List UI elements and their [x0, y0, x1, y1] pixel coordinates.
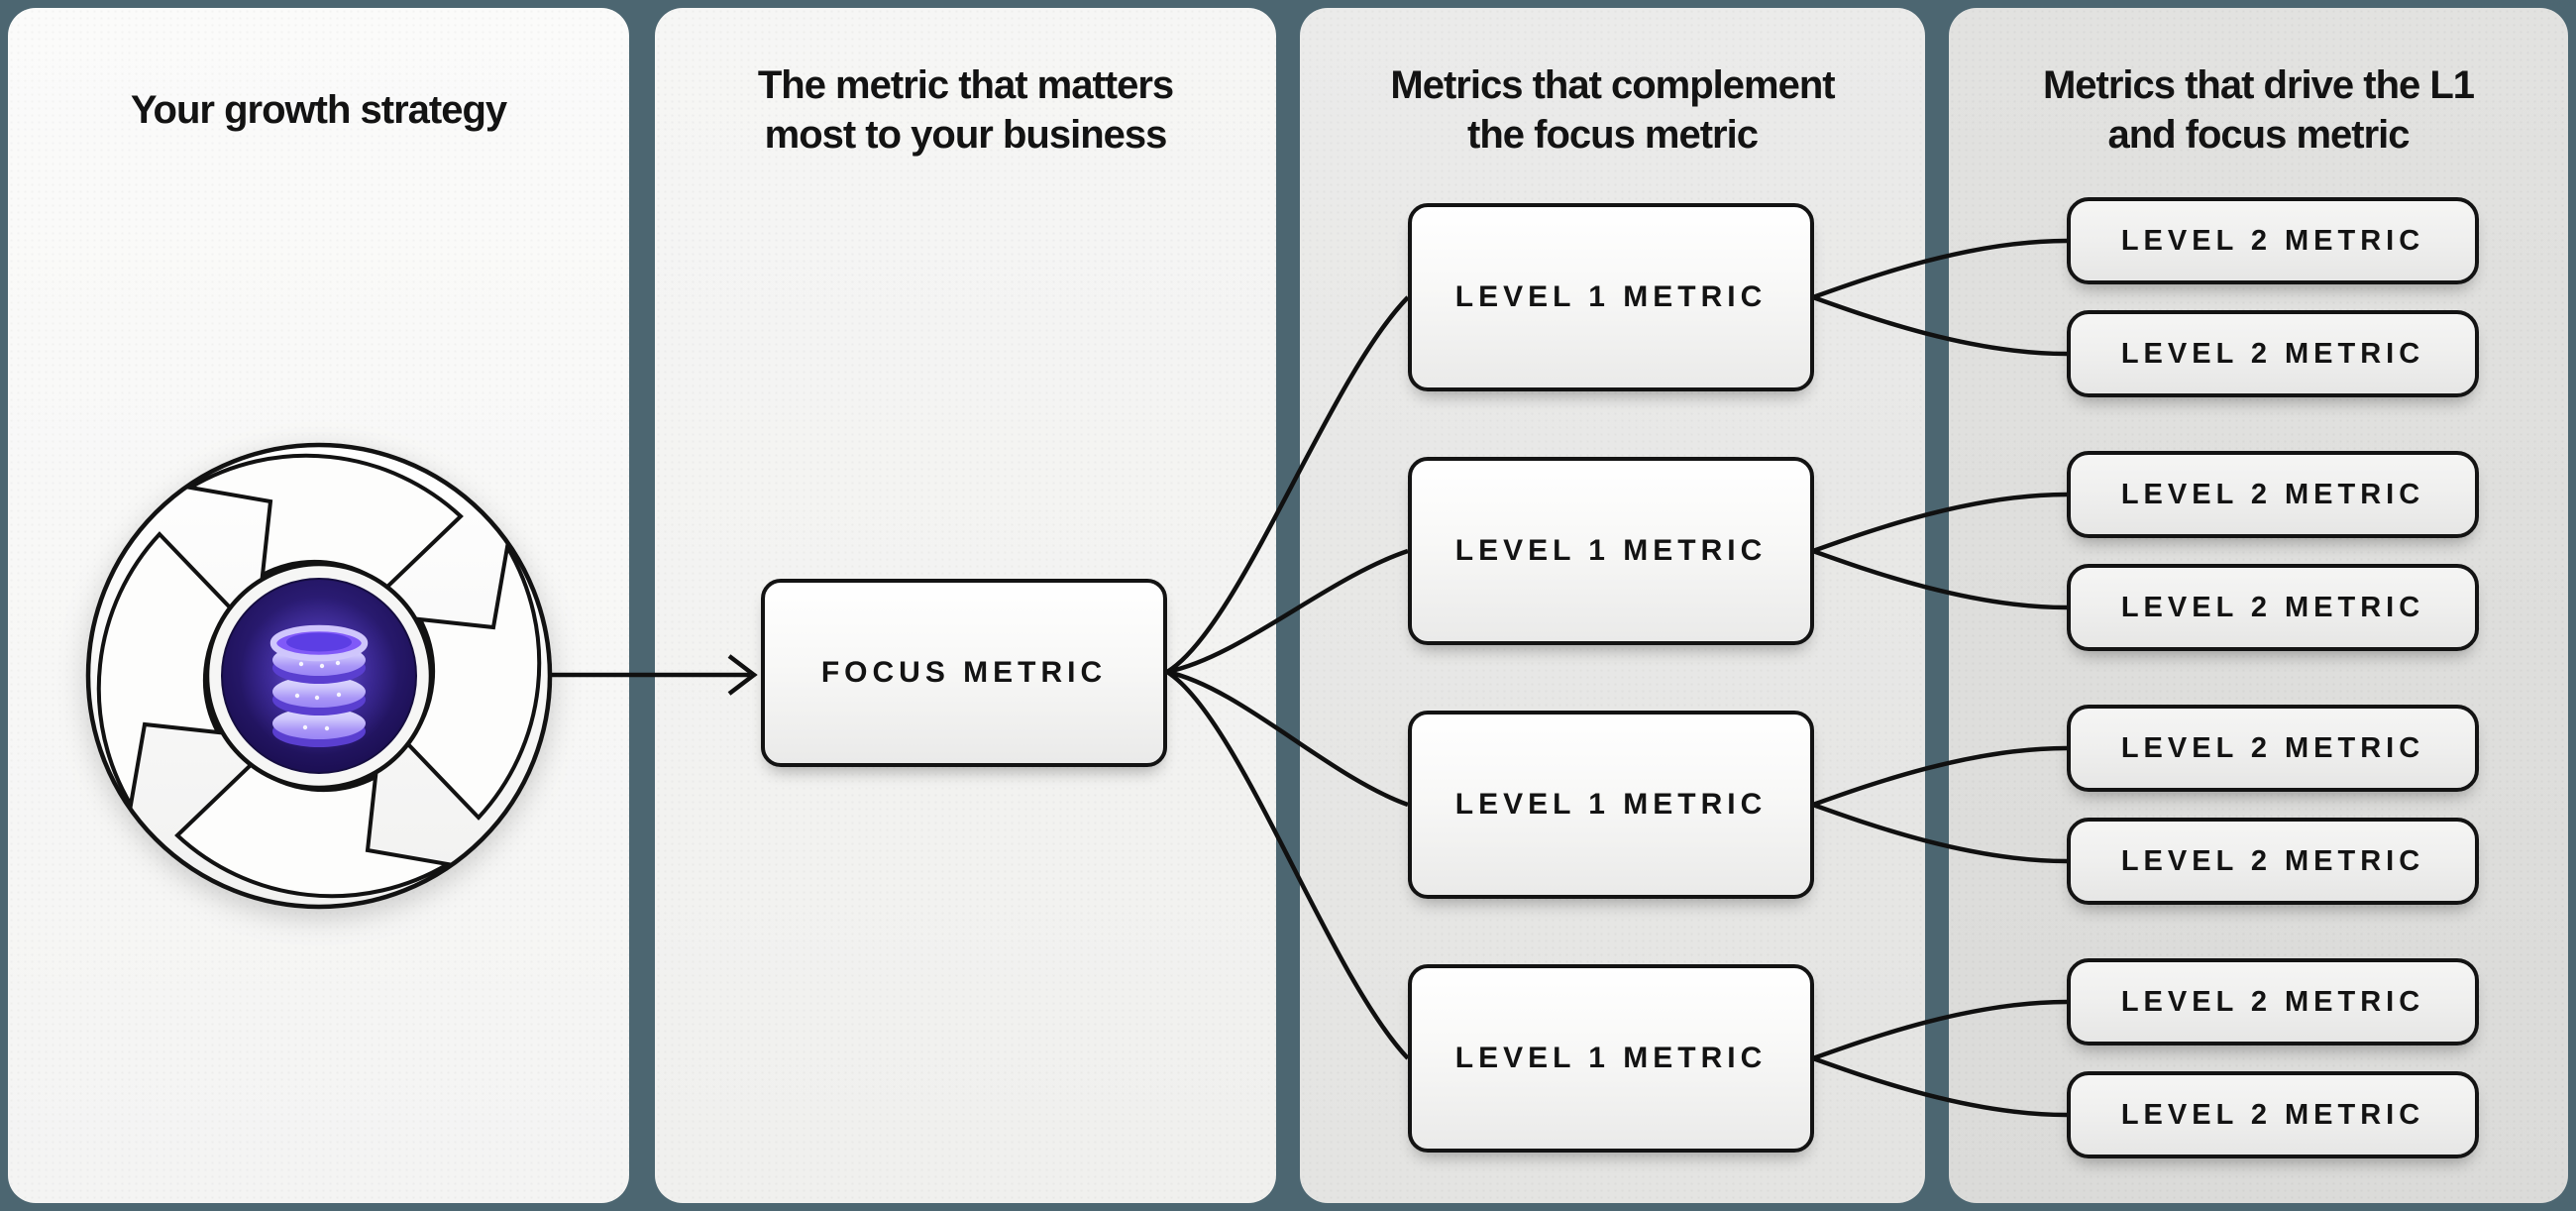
focus-metric-box: FOCUS METRIC — [761, 579, 1167, 767]
panel-title: Metrics that drive the L1 and focus metr… — [2042, 63, 2475, 157]
level-2-metric-box: LEVEL 2 METRIC — [2067, 310, 2479, 397]
level-1-metric-box: LEVEL 1 METRIC — [1408, 203, 1814, 391]
level-2-metric-box: LEVEL 2 METRIC — [2067, 818, 2479, 905]
panel-title: Metrics that complement the focus metric — [1390, 63, 1835, 157]
level-1-metric-box: LEVEL 1 METRIC — [1408, 457, 1814, 645]
level-2-metric-box: LEVEL 2 METRIC — [2067, 958, 2479, 1046]
panel-title: The metric that matters most to your bus… — [757, 63, 1174, 157]
level-2-metric-box: LEVEL 2 METRIC — [2067, 451, 2479, 538]
level-2-metric-box: LEVEL 2 METRIC — [2067, 705, 2479, 792]
level-2-metric-box: LEVEL 2 METRIC — [2067, 1071, 2479, 1158]
panel-title: Your growth strategy — [130, 88, 507, 132]
level-1-metric-box: LEVEL 1 METRIC — [1408, 711, 1814, 899]
database-icon — [269, 624, 369, 747]
level-2-metric-box: LEVEL 2 METRIC — [2067, 564, 2479, 651]
level-1-metric-box: LEVEL 1 METRIC — [1408, 964, 1814, 1153]
level-2-metric-box: LEVEL 2 METRIC — [2067, 197, 2479, 284]
flywheel-icon — [85, 442, 553, 910]
